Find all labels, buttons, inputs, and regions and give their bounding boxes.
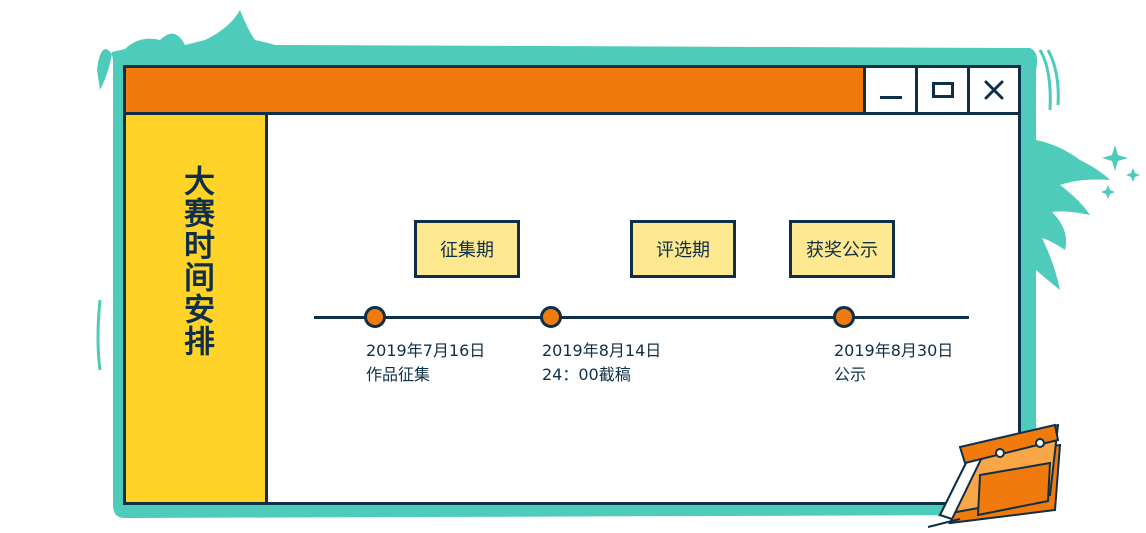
timeline-panel: 征集期 评选期 获奖公示 2019年7月16日 作品征集 2019年8月14日 … xyxy=(268,115,1018,502)
phase-box-review: 评选期 xyxy=(630,220,736,278)
timeline-node xyxy=(364,306,386,328)
timeline-line xyxy=(314,316,969,319)
timeline-desc: 24：00截稿 xyxy=(542,365,631,384)
close-button[interactable] xyxy=(967,68,1018,112)
phase-box-collection: 征集期 xyxy=(414,220,520,278)
timeline-node xyxy=(540,306,562,328)
calendar-icon xyxy=(927,423,1062,528)
timeline-desc: 公示 xyxy=(834,365,867,384)
phase-box-award: 获奖公示 xyxy=(789,220,895,278)
speed-line xyxy=(1046,49,1060,106)
title-bar xyxy=(126,68,1018,115)
timeline-label: 2019年8月14日 24：00截稿 xyxy=(542,339,661,387)
timeline-date: 2019年8月30日 xyxy=(834,341,954,360)
sparkle-icon xyxy=(1102,145,1128,171)
timeline-desc: 作品征集 xyxy=(366,365,431,384)
maximize-icon xyxy=(931,82,954,98)
minimize-button[interactable] xyxy=(863,68,915,112)
maximize-button[interactable] xyxy=(915,68,967,112)
timeline-label: 2019年7月16日 作品征集 xyxy=(366,339,485,387)
sidebar-title: 大赛时间安排 xyxy=(178,165,214,357)
sidebar: 大赛时间安排 xyxy=(126,115,268,502)
speed-line xyxy=(1038,49,1052,111)
speed-line xyxy=(96,299,102,371)
timeline-date: 2019年7月16日 xyxy=(366,341,486,360)
timeline-date: 2019年8月14日 xyxy=(542,341,662,360)
app-window: 大赛时间安排 征集期 评选期 获奖公示 2019年7月16日 作品征集 2019… xyxy=(123,65,1021,505)
timeline-node xyxy=(833,306,855,328)
sparkle-icon xyxy=(1126,168,1140,182)
sparkle-icon xyxy=(1101,185,1115,199)
close-icon xyxy=(984,80,1004,100)
minimize-icon xyxy=(879,95,902,99)
timeline-label: 2019年8月30日 公示 xyxy=(834,339,953,387)
